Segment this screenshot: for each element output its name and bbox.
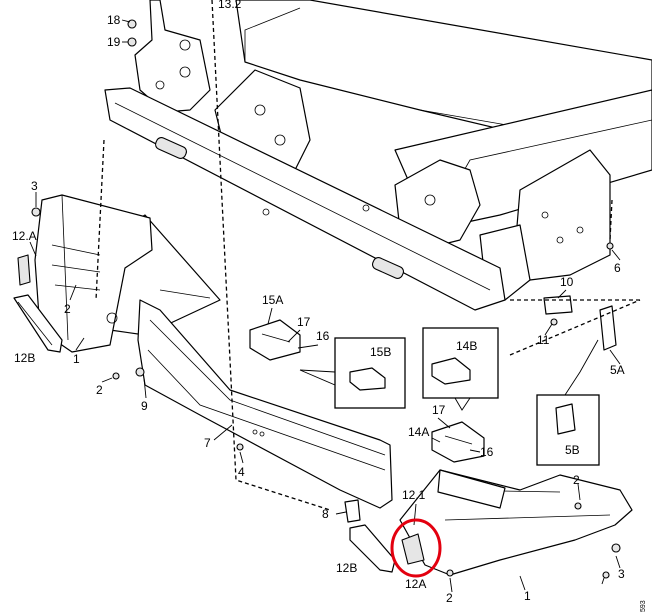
callout-2-right-upper: 2 [573, 473, 580, 487]
bracket-10 [543, 295, 573, 315]
callout-2-right-lower: 2 [446, 591, 453, 605]
callout-labels: 18 19 13.2 3 12.A 2 12B 1 2 9 7 4 15A 17… [12, 0, 625, 605]
callout-12a-right: 12A [405, 577, 426, 591]
callout-7: 7 [204, 436, 211, 450]
callout-3-right: 3 [618, 567, 625, 581]
callout-14b: 14B [456, 339, 477, 353]
callout-19: 19 [107, 35, 121, 49]
callout-10: 10 [560, 275, 574, 289]
right-strip-12b [349, 524, 396, 573]
right-lamp-12a [401, 533, 425, 565]
main-bumper [137, 299, 393, 509]
callout-16-upper: 16 [316, 329, 330, 343]
callout-2-left-lower: 2 [96, 383, 103, 397]
fasteners [31, 19, 621, 579]
callout-1-right: 1 [524, 589, 531, 603]
cross-beam [104, 87, 506, 311]
part-8 [344, 499, 361, 523]
leader-lines [29, 19, 621, 593]
detail-box-15b [299, 337, 406, 409]
callout-3-left: 3 [31, 179, 38, 193]
callout-15a: 15A [262, 293, 283, 307]
callout-1-left: 1 [73, 352, 80, 366]
detail-box-5b [536, 339, 600, 466]
callout-5a: 5A [610, 363, 625, 377]
callout-16-lower: 16 [480, 445, 494, 459]
callout-12a-left: 12.A [12, 229, 37, 243]
callout-6: 6 [614, 261, 621, 275]
callout-17-lower: 17 [432, 403, 446, 417]
callout-2-left-inner: 2 [64, 302, 71, 316]
callout-4: 4 [238, 465, 245, 479]
callout-12-1: 12.1 [402, 488, 426, 502]
callout-9: 9 [141, 399, 148, 413]
callout-12b-right: 12B [336, 561, 357, 575]
bracket-15a [249, 319, 301, 361]
left-lamp-12a [17, 254, 31, 286]
callout-11: 11 [537, 333, 550, 347]
left-end-cap [34, 194, 153, 353]
bracket-14a [431, 421, 485, 463]
document-number: 593 [640, 600, 647, 612]
callout-12b-left: 12B [14, 351, 35, 365]
callout-15b: 15B [370, 345, 391, 359]
detail-box-14b [422, 327, 499, 411]
right-bumper-end [399, 469, 633, 576]
left-strip-12b [13, 294, 63, 353]
callout-18: 18 [107, 13, 121, 27]
callout-5b: 5B [565, 443, 580, 457]
callout-14a: 14A [408, 425, 429, 439]
callout-17-upper: 17 [297, 315, 311, 329]
callout-13-2: 13.2 [218, 0, 242, 11]
highlight-circle [390, 518, 442, 578]
callout-8: 8 [322, 507, 329, 521]
bracket-5a [599, 305, 617, 351]
